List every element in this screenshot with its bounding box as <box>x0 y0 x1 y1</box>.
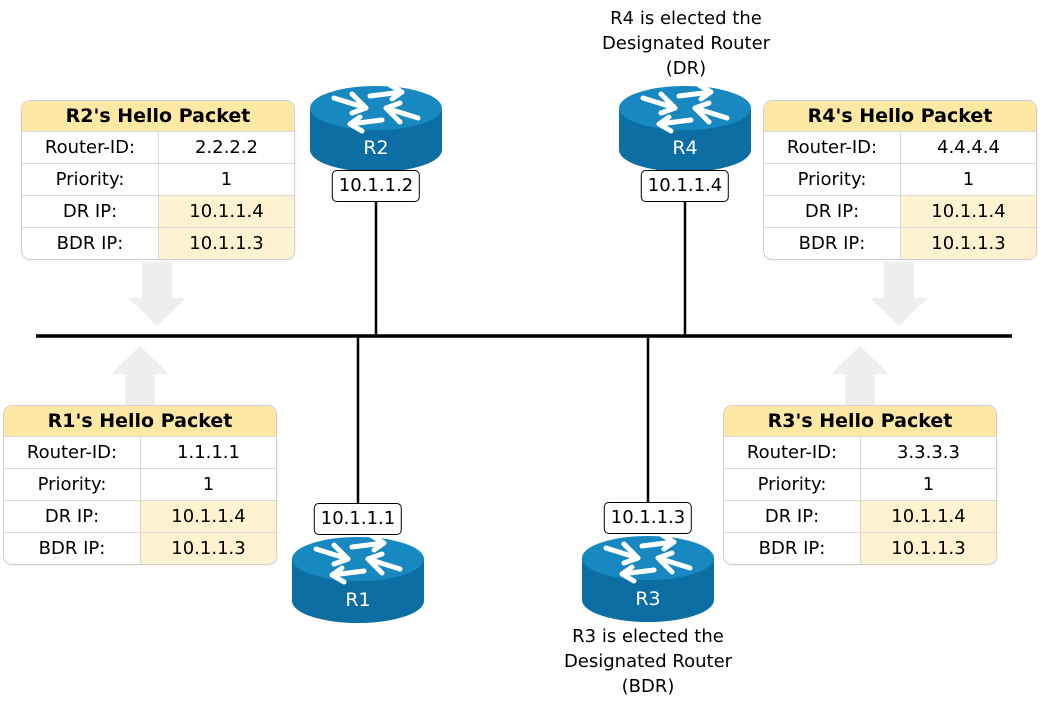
hello-row-bdr-ip: BDR IP: 10.1.1.3 <box>764 227 1036 259</box>
field-value: 10.1.1.3 <box>861 533 996 564</box>
hello-row-priority: Priority: 1 <box>22 163 294 195</box>
field-label: Priority: <box>4 469 141 500</box>
field-label: Priority: <box>764 164 901 195</box>
hello-row-router-id: Router-ID: 1.1.1.1 <box>4 436 276 468</box>
field-label: DR IP: <box>22 196 159 227</box>
router-label: R2 <box>363 137 388 159</box>
ip-label-r1: 10.1.1.1 <box>313 503 403 535</box>
hello-row-priority: Priority: 1 <box>4 468 276 500</box>
router-r4: R4 <box>619 85 751 172</box>
note-line: (DR) <box>665 58 707 79</box>
hello-packet-title: R4's Hello Packet <box>764 101 1036 131</box>
field-label: Router-ID: <box>4 437 141 468</box>
field-value: 10.1.1.3 <box>159 228 294 259</box>
hello-packet-title: R1's Hello Packet <box>4 406 276 436</box>
field-value: 4.4.4.4 <box>937 137 1000 158</box>
field-label: Priority: <box>724 469 861 500</box>
field-label: BDR IP: <box>724 533 861 564</box>
field-value: 10.1.1.4 <box>141 501 276 532</box>
router-r1: R1 <box>292 536 424 623</box>
hello-row-dr-ip: DR IP: 10.1.1.4 <box>724 500 996 532</box>
hello-row-router-id: Router-ID: 4.4.4.4 <box>764 131 1036 163</box>
field-value: 1.1.1.1 <box>177 442 240 463</box>
note-line: Designated Router <box>601 33 771 54</box>
hello-row-bdr-ip: BDR IP: 10.1.1.3 <box>4 532 276 564</box>
arrow-up-icon <box>111 346 169 408</box>
hello-packet-title: R2's Hello Packet <box>22 101 294 131</box>
field-value: 1 <box>202 474 215 495</box>
field-label: DR IP: <box>724 501 861 532</box>
router-label: R4 <box>672 137 697 159</box>
field-label: Router-ID: <box>22 132 159 163</box>
router-label: R3 <box>635 588 660 610</box>
hello-row-dr-ip: DR IP: 10.1.1.4 <box>4 500 276 532</box>
hello-packet-r4: R4's Hello Packet Router-ID: 4.4.4.4 Pri… <box>763 100 1037 260</box>
hello-row-dr-ip: DR IP: 10.1.1.4 <box>764 195 1036 227</box>
field-label: BDR IP: <box>22 228 159 259</box>
field-label: Priority: <box>22 164 159 195</box>
hello-packet-r1: R1's Hello Packet Router-ID: 1.1.1.1 Pri… <box>3 405 277 565</box>
field-value: 1 <box>962 169 975 190</box>
ip-label-r2: 10.1.1.2 <box>331 170 421 202</box>
note-line: R4 is elected the <box>610 8 762 29</box>
router-label: R1 <box>345 589 370 611</box>
ip-label-r3: 10.1.1.3 <box>603 502 693 534</box>
hello-row-bdr-ip: BDR IP: 10.1.1.3 <box>724 532 996 564</box>
note-line: Designated Router <box>563 651 733 672</box>
dr-election-note: R4 is elected the Designated Router (DR) <box>556 6 816 81</box>
hello-packet-r3: R3's Hello Packet Router-ID: 3.3.3.3 Pri… <box>723 405 997 565</box>
field-value: 10.1.1.3 <box>141 533 276 564</box>
field-label: DR IP: <box>764 196 901 227</box>
hello-row-priority: Priority: 1 <box>724 468 996 500</box>
field-label: BDR IP: <box>4 533 141 564</box>
note-line: R3 is elected the <box>572 626 724 647</box>
note-line: (BDR) <box>621 676 675 697</box>
bdr-election-note: R3 is elected the Designated Router (BDR… <box>518 624 778 699</box>
field-value: 1 <box>922 474 935 495</box>
field-value: 3.3.3.3 <box>897 442 960 463</box>
router-r2: R2 <box>310 85 442 172</box>
ip-label-r4: 10.1.1.4 <box>640 170 730 202</box>
hello-row-bdr-ip: BDR IP: 10.1.1.3 <box>22 227 294 259</box>
field-value: 10.1.1.3 <box>901 228 1036 259</box>
hello-packet-title: R3's Hello Packet <box>724 406 996 436</box>
router-r3: R3 <box>582 535 714 622</box>
field-label: BDR IP: <box>764 228 901 259</box>
arrow-down-icon <box>128 262 186 326</box>
arrow-up-icon <box>831 346 889 408</box>
field-label: Router-ID: <box>764 132 901 163</box>
field-value: 10.1.1.4 <box>901 196 1036 227</box>
field-value: 10.1.1.4 <box>861 501 996 532</box>
field-label: Router-ID: <box>724 437 861 468</box>
hello-packet-r2: R2's Hello Packet Router-ID: 2.2.2.2 Pri… <box>21 100 295 260</box>
field-label: DR IP: <box>4 501 141 532</box>
arrow-down-icon <box>870 262 928 326</box>
field-value: 1 <box>220 169 233 190</box>
field-value: 10.1.1.4 <box>159 196 294 227</box>
hello-row-router-id: Router-ID: 2.2.2.2 <box>22 131 294 163</box>
hello-row-router-id: Router-ID: 3.3.3.3 <box>724 436 996 468</box>
hello-row-dr-ip: DR IP: 10.1.1.4 <box>22 195 294 227</box>
field-value: 2.2.2.2 <box>195 137 258 158</box>
hello-row-priority: Priority: 1 <box>764 163 1036 195</box>
